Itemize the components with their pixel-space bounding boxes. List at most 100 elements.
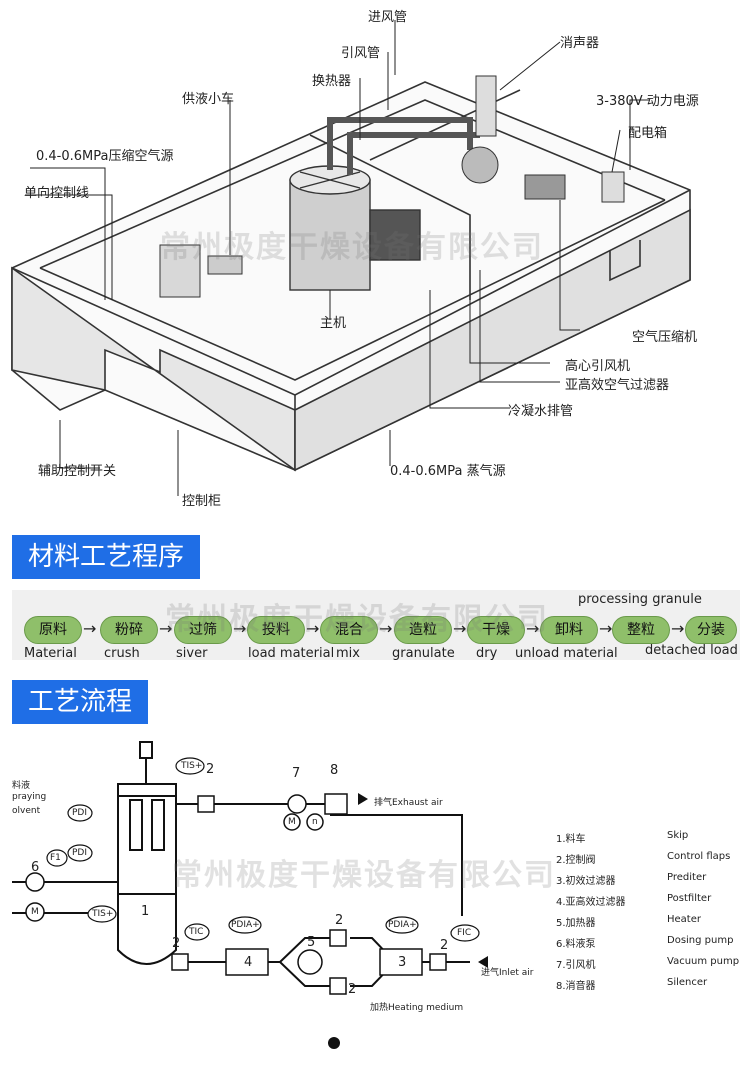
- isometric-layout-diagram: [11, 20, 691, 496]
- inst-pdi1: PDI: [72, 808, 88, 818]
- arrow-icon: →: [526, 619, 540, 638]
- label-heat-exchanger: 换热器: [312, 74, 352, 89]
- inst-fic: FIC: [457, 928, 472, 938]
- inst-f1: F1: [50, 853, 61, 863]
- inst-pdia2: PDIA+: [388, 920, 417, 930]
- num-6: 6: [31, 860, 40, 875]
- label-exhaust-duct: 引风管: [341, 46, 381, 61]
- flow-left-label-1: 料液: [12, 781, 31, 791]
- legend-en-8: Silencer: [667, 977, 708, 988]
- num-1: 1: [141, 904, 150, 919]
- label-one-way-control: 单向控制线: [24, 186, 90, 201]
- label-feed-cart: 供液小车: [182, 92, 235, 107]
- process-en-detach: detached load: [645, 643, 738, 658]
- legend-cn-6: 6.料液泵: [556, 939, 596, 950]
- legend-cn-2: 2.控制阀: [556, 855, 596, 866]
- distribution-box: [601, 171, 625, 203]
- arrow-icon: →: [379, 619, 393, 638]
- label-sub-hepa-filter: 亚高效空气过滤器: [565, 378, 670, 393]
- arrow-icon: →: [159, 619, 173, 638]
- process-step-detach: 分装: [685, 616, 737, 644]
- process-en-siver: siver: [176, 646, 208, 661]
- num-4: 4: [244, 955, 253, 970]
- inst-tis1: TIS+: [181, 761, 203, 771]
- air-compressor: [524, 174, 566, 200]
- process-step-dry: 干燥: [467, 616, 525, 644]
- inst-m2: M: [31, 907, 39, 917]
- label-inlet-duct: 进风管: [368, 10, 408, 25]
- legend-cn-1: 1.料车: [556, 834, 586, 845]
- section-title-process-flow: 工艺流程: [12, 680, 149, 724]
- process-top-note: processing granule: [578, 592, 702, 607]
- inst-pdia1: PDIA+: [231, 920, 260, 930]
- watermark-flow: 常州极度干燥设备有限公司: [172, 858, 556, 893]
- num-2c: 2: [335, 913, 344, 928]
- label-steam-source: 0.4-0.6MPa 蒸气源: [390, 464, 506, 479]
- num-2a: 2: [206, 762, 215, 777]
- inst-tic: TIC: [189, 927, 204, 937]
- label-power-source: 3-380V 动力电源: [596, 94, 699, 109]
- inlet-air-label: 进气Inlet air: [481, 968, 534, 978]
- process-flow-diagram: [12, 741, 488, 1049]
- arrow-icon: →: [306, 619, 320, 638]
- duct-lines: [327, 117, 480, 175]
- feed-cart: [207, 255, 243, 275]
- num-2b: 2: [172, 936, 181, 951]
- num-2d: 2: [348, 982, 357, 997]
- arrow-icon: →: [671, 619, 685, 638]
- legend-cn-5: 5.加热器: [556, 918, 596, 929]
- process-step-crush: 粉碎: [100, 616, 158, 644]
- inst-m1: M: [288, 817, 296, 827]
- label-silencer: 消声器: [560, 36, 600, 51]
- legend-en-1: Skip: [667, 830, 689, 841]
- legend-en-2: Control flaps: [667, 851, 731, 862]
- legend-en-7: Vacuum pump: [667, 956, 740, 967]
- process-step-load: 投料: [247, 616, 305, 644]
- arrow-icon: →: [83, 619, 97, 638]
- section-title-material-process: 材料工艺程序: [12, 535, 201, 579]
- process-en-material: Material: [24, 646, 77, 661]
- process-en-granulate: granulate: [392, 646, 455, 661]
- process-step-siver: 过筛: [174, 616, 232, 644]
- process-en-crush: crush: [104, 646, 140, 661]
- arrow-icon: →: [233, 619, 247, 638]
- num-7: 7: [292, 766, 301, 781]
- flow-left-label-2: praying: [12, 792, 47, 802]
- silencer: [475, 75, 497, 137]
- arrow-icon: →: [453, 619, 467, 638]
- watermark-top: 常州极度干燥设备有限公司: [160, 230, 544, 265]
- process-step-mix: 混合: [320, 616, 378, 644]
- label-distribution-box: 配电箱: [628, 126, 668, 141]
- label-aux-switch: 辅助控制开关: [38, 464, 117, 479]
- inst-pdi2: PDI: [72, 848, 88, 858]
- inst-tis2: TIS+: [92, 909, 114, 919]
- num-5: 5: [307, 935, 316, 950]
- legend-en-3: Prediter: [667, 872, 707, 883]
- legend-cn-3: 3.初效过滤器: [556, 876, 616, 887]
- num-3: 3: [398, 955, 407, 970]
- num-8: 8: [330, 763, 339, 778]
- label-condensate-pipe: 冷凝水排管: [508, 404, 574, 419]
- legend-cn-4: 4.亚高效过滤器: [556, 897, 626, 908]
- flow-left-label-3: olvent: [12, 806, 41, 816]
- legend-en-4: Postfilter: [667, 893, 712, 904]
- legend-cn-8: 8.消音器: [556, 981, 596, 992]
- legend-cn-7: 7.引风机: [556, 960, 596, 971]
- process-en-dry: dry: [476, 646, 498, 661]
- control-cabinet: [159, 244, 201, 298]
- watermark-strip: 常州极度干燥设备有限公司: [165, 602, 549, 637]
- label-air-compressor: 空气压缩机: [632, 330, 698, 345]
- process-step-sizing: 整粒: [612, 616, 670, 644]
- label-main-unit: 主机: [320, 316, 347, 331]
- label-compressed-air: 0.4-0.6MPa压缩空气源: [36, 149, 174, 164]
- process-en-load: load material: [248, 646, 335, 661]
- leader-lines: [25, 20, 650, 496]
- process-step-granulate: 造粒: [394, 616, 452, 644]
- process-step-material: 原料: [24, 616, 82, 644]
- legend-en-5: Heater: [667, 914, 701, 925]
- label-control-cabinet: 控制柜: [182, 494, 222, 509]
- process-step-unload: 卸料: [540, 616, 598, 644]
- legend-en-6: Dosing pump: [667, 935, 734, 946]
- heating-medium-label: 加热Heating medium: [370, 1003, 464, 1013]
- inst-n: n: [312, 817, 318, 827]
